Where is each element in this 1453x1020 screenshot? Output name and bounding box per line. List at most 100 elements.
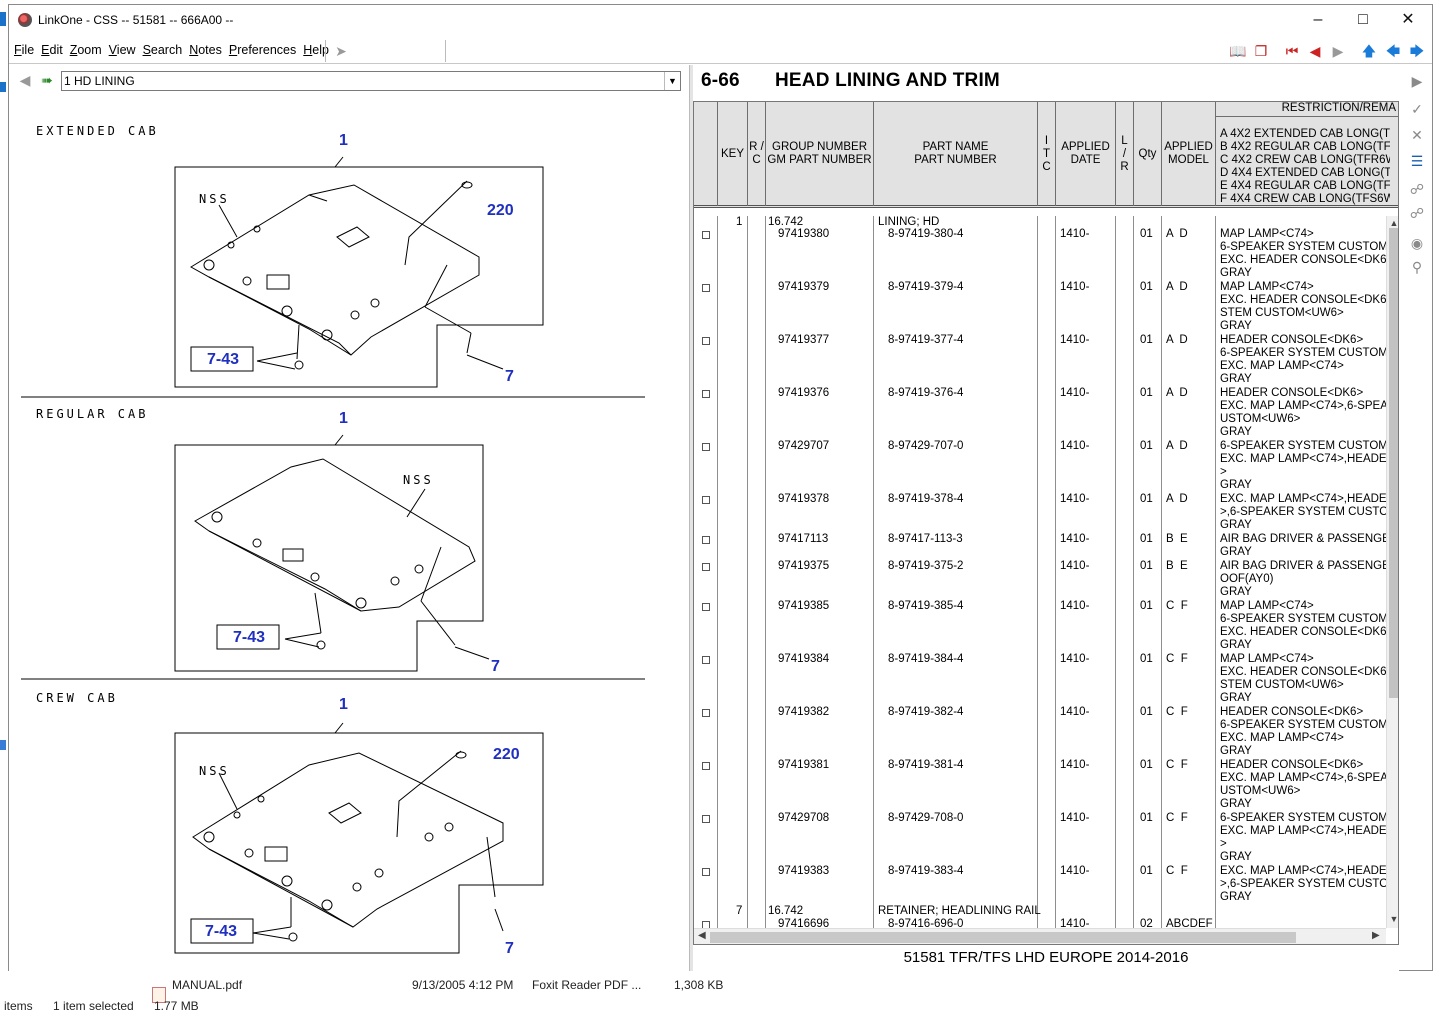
row-remark: EXC. MAP LAMP<C74>,HEADER — [1220, 825, 1386, 837]
scroll-down-icon[interactable]: ▼ — [1389, 914, 1399, 924]
row-applied-model: A D — [1166, 493, 1188, 505]
chevron-down-icon[interactable]: ▼ — [664, 72, 680, 90]
col-itc[interactable]: I T C — [1038, 102, 1056, 206]
copy-icon[interactable]: ❐ — [1254, 43, 1268, 59]
file-name: MANUAL.pdf — [172, 978, 243, 992]
row-checkbox[interactable] — [702, 815, 710, 823]
horizontal-scroll-thumb[interactable] — [710, 932, 1296, 943]
row-applied-date: 1410- — [1060, 440, 1090, 452]
scroll-right-icon[interactable]: ▶ — [1372, 930, 1380, 941]
row-remark: > — [1220, 838, 1227, 850]
col-applied-date[interactable]: APPLIED DATE — [1056, 102, 1116, 206]
row-checkbox[interactable] — [702, 868, 710, 876]
previous-page-icon[interactable]: ◀ — [1309, 43, 1321, 59]
vertical-scrollbar[interactable]: ▲ ▼ — [1386, 216, 1399, 928]
close-button[interactable]: ✕ — [1401, 11, 1415, 28]
row-applied-model: C F — [1166, 865, 1188, 877]
row-checkbox[interactable] — [702, 709, 710, 717]
row-checkbox[interactable] — [702, 536, 710, 544]
row-qty: 01 — [1140, 812, 1153, 824]
menu-zoom[interactable]: Zoom — [69, 43, 102, 57]
back-nav-icon[interactable]: ◀ — [19, 72, 31, 88]
callout-220: 220 — [493, 746, 520, 763]
up-level-icon[interactable]: 🡅 — [1361, 43, 1377, 59]
row-gm-number: 97419379 — [778, 281, 830, 293]
row-checkbox[interactable] — [702, 284, 710, 292]
menu-help[interactable]: Help — [303, 43, 329, 57]
row-checkbox[interactable] — [702, 390, 710, 398]
scroll-left-icon[interactable]: ◀ — [698, 930, 706, 941]
row-applied-model: ABCDEF — [1166, 918, 1213, 928]
row-gm-number: 97419382 — [778, 706, 830, 718]
col-part-name[interactable]: PART NAME PART NUMBER — [874, 102, 1038, 206]
check-icon[interactable]: ✓ — [1411, 101, 1423, 117]
row-part-number: 8-97429-707-0 — [888, 440, 964, 452]
scroll-up-icon[interactable]: ▲ — [1389, 218, 1399, 228]
col-rc[interactable]: R / C — [748, 102, 766, 206]
menu-file[interactable]: File — [14, 43, 35, 57]
go-icon[interactable]: ➠ — [41, 72, 53, 88]
delete-icon[interactable]: ✕ — [1411, 127, 1423, 143]
row-remark: MAP LAMP<C74> — [1220, 600, 1314, 612]
row-applied-date: 1410- — [1060, 653, 1090, 665]
maximize-button[interactable]: □ — [1358, 11, 1368, 28]
row-remark: HEADER CONSOLE<DK6> — [1220, 387, 1364, 399]
binoculars-icon[interactable]: ◉ — [1410, 235, 1424, 251]
menu-edit[interactable]: Edit — [41, 43, 63, 57]
callout-7: 7 — [505, 940, 514, 957]
row-checkbox[interactable] — [702, 337, 710, 345]
menu-notes[interactable]: Notes — [189, 43, 222, 57]
row-checkbox[interactable] — [702, 603, 710, 611]
row-part-number: 8-97416-696-0 — [888, 918, 964, 928]
vertical-scroll-thumb[interactable] — [1389, 228, 1398, 698]
row-remark: GRAY — [1220, 267, 1252, 279]
row-applied-model: A D — [1166, 281, 1188, 293]
menu-search[interactable]: Search — [142, 43, 183, 57]
row-part-name: LINING; HD — [878, 216, 940, 228]
col-lr[interactable]: L / R — [1116, 102, 1134, 206]
row-gm-number: 97419383 — [778, 865, 830, 877]
row-applied-model: B E — [1166, 560, 1188, 572]
exploded-illustration[interactable]: EXTENDED CAB REGULAR CAB CREW CAB NSS NS… — [9, 97, 689, 971]
row-applied-date: 1410- — [1060, 334, 1090, 346]
pin-icon[interactable]: ➤ — [335, 43, 347, 59]
back-icon[interactable]: 🡄 — [1385, 43, 1401, 59]
menu-preferences[interactable]: Preferences — [228, 43, 297, 57]
row-remark: HEADER CONSOLE<DK6> — [1220, 759, 1364, 771]
first-page-icon[interactable]: ⏮ — [1285, 43, 1299, 59]
col-applied-model[interactable]: APPLIED MODEL — [1162, 102, 1216, 206]
col-key[interactable]: KEY — [718, 102, 748, 206]
status-selected: 1 item selected — [53, 999, 134, 1013]
row-checkbox[interactable] — [702, 496, 710, 504]
column-rule — [1215, 216, 1216, 928]
next-page-icon[interactable]: ▶ — [1332, 43, 1344, 59]
play-icon[interactable]: ▶ — [1411, 73, 1423, 89]
row-remark: EXC. MAP LAMP<C74>,HEADER — [1220, 865, 1386, 877]
col-qty[interactable]: Qty — [1134, 102, 1162, 206]
column-rule — [1115, 216, 1116, 928]
row-remark: GRAY — [1220, 851, 1252, 863]
callout-box-7-43-regular — [216, 624, 280, 650]
row-checkbox[interactable] — [702, 563, 710, 571]
row-checkbox[interactable] — [702, 762, 710, 770]
list-icon[interactable]: ☰ — [1410, 153, 1424, 169]
minimize-button[interactable]: – — [1313, 11, 1323, 28]
horizontal-scrollbar[interactable]: ◀ ▶ — [694, 928, 1386, 944]
row-part-number: 8-97419-384-4 — [888, 653, 964, 665]
book-icon[interactable]: 📖 — [1229, 43, 1247, 59]
catalog-footer: 51581 TFR/TFS LHD EUROPE 2014-2016 — [903, 949, 1189, 966]
row-checkbox[interactable] — [702, 231, 710, 239]
link-icon[interactable]: ☍ — [1409, 181, 1425, 197]
row-gm-number: 97416696 — [778, 918, 830, 928]
col-group[interactable]: GROUP NUMBER GM PART NUMBER — [766, 102, 874, 206]
col-restriction[interactable]: RESTRICTION/REMA — [1216, 102, 1398, 117]
forward-icon[interactable]: 🡆 — [1409, 43, 1425, 59]
magnifier-icon[interactable]: ⚲ — [1411, 259, 1423, 275]
pane-splitter[interactable] — [689, 65, 693, 971]
row-checkbox[interactable] — [702, 921, 710, 928]
unlink-icon[interactable]: ☍ — [1409, 205, 1425, 221]
menu-view[interactable]: View — [108, 43, 136, 57]
selection-combo[interactable]: 1 HD LINING ▼ — [61, 71, 681, 91]
row-checkbox[interactable] — [702, 443, 710, 451]
row-checkbox[interactable] — [702, 656, 710, 664]
